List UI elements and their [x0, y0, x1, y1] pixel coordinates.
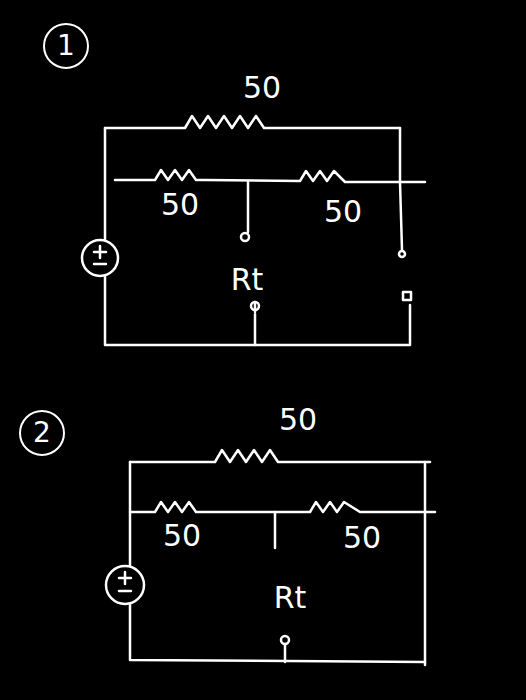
source-polarity	[94, 246, 106, 264]
wire	[254, 302, 257, 345]
source-polarity	[119, 572, 131, 591]
circuit-two	[106, 450, 435, 665]
resistor-symbol	[105, 116, 400, 128]
wire	[104, 128, 107, 240]
component-label: 50	[243, 73, 281, 103]
wire	[284, 644, 287, 662]
resistor-symbol	[115, 170, 425, 182]
circuit-number: 1	[57, 32, 75, 60]
circuit-one	[82, 116, 425, 345]
component-label: 50	[324, 197, 362, 227]
resistor-symbol	[130, 502, 435, 512]
component-label: 50	[163, 521, 201, 551]
circuit-number: 2	[33, 419, 51, 447]
component-label: Rt	[274, 583, 307, 613]
wire	[274, 512, 277, 548]
component-label: Rt	[231, 265, 264, 295]
wire	[247, 181, 250, 232]
source-symbol	[106, 566, 144, 604]
component-label: 50	[279, 405, 317, 435]
wire	[129, 462, 132, 566]
circled-number: 1	[43, 23, 89, 69]
source-symbol	[82, 240, 118, 276]
wire	[400, 128, 402, 250]
terminal	[399, 251, 405, 257]
wire	[424, 462, 427, 665]
terminal	[241, 233, 249, 241]
component-label: 50	[161, 190, 199, 220]
resistor-symbol	[130, 450, 430, 462]
circled-number: 2	[19, 410, 65, 456]
component-label: 50	[343, 523, 381, 553]
terminal	[403, 292, 411, 300]
